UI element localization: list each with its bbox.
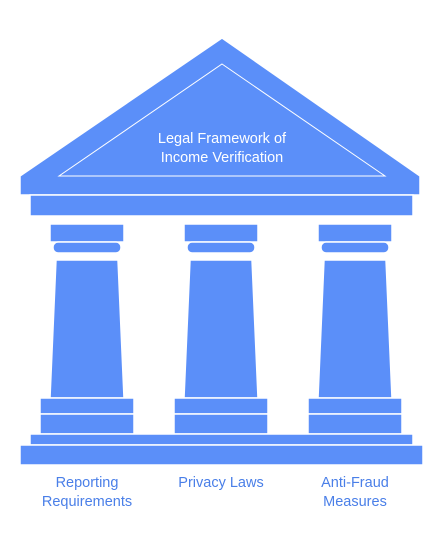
pillar-label-1-line-1: Reporting <box>55 475 119 491</box>
pillar-label-3-line-2: Measures <box>323 494 387 510</box>
pillar-label-1-line-2: Requirements <box>41 494 133 510</box>
pillar-label-2: Privacy Laws <box>156 474 286 493</box>
pillar-label-2-line-1: Privacy Laws <box>178 475 264 491</box>
pillar-2 <box>173 223 269 435</box>
entablature <box>29 194 414 217</box>
pillar-1 <box>39 223 135 435</box>
pillar-label-3-line-1: Anti-Fraud <box>321 475 389 491</box>
pillar-3 <box>307 223 403 435</box>
base-step-top <box>29 433 414 446</box>
pillar-label-1: Reporting Requirements <box>22 474 152 512</box>
roof-inner-outline <box>57 63 387 177</box>
base-step-bottom <box>19 444 424 466</box>
pillar-label-3: Anti-Fraud Measures <box>290 474 420 512</box>
title-line-2: Income Verification <box>161 150 284 166</box>
roof <box>19 37 421 196</box>
title-line-1: Legal Framework of <box>158 131 287 147</box>
